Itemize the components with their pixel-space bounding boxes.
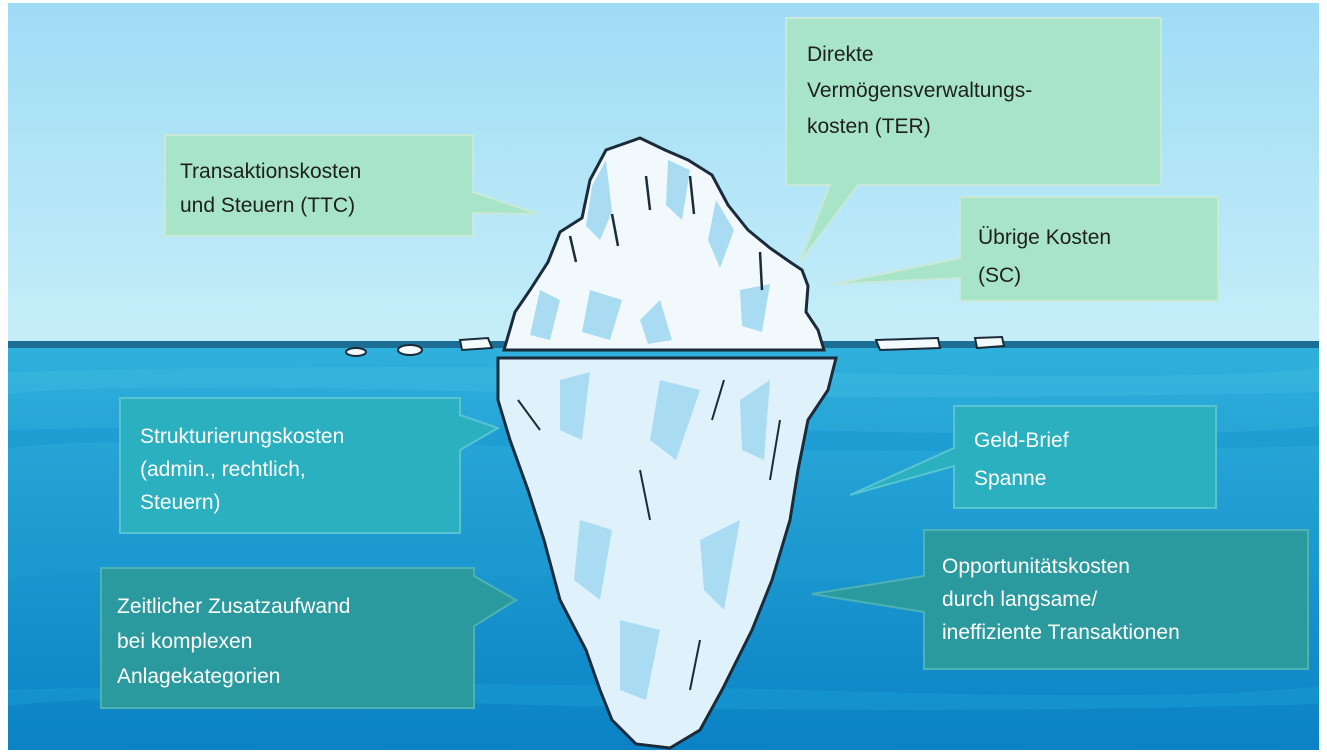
- callout-structuring-line: Strukturierungskosten: [140, 425, 345, 448]
- callout-opportunity-line: ineffiziente Transaktionen: [942, 621, 1180, 644]
- callout-opportunity-line: Opportunitätskosten: [942, 555, 1130, 578]
- callout-time-shape: [100, 567, 518, 709]
- callout-structuring-line: (admin., rechtlich,: [140, 458, 306, 481]
- callout-spread-shape: [849, 405, 1217, 509]
- callout-opportunity-shape: [811, 529, 1309, 670]
- callout-sc-line: Übrige Kosten: [978, 226, 1112, 249]
- callout-ter-line: Vermögensverwaltungs-: [807, 79, 1033, 102]
- callout-opportunity-line: durch langsame/: [942, 588, 1098, 611]
- callout-time-line: Anlagekategorien: [117, 665, 281, 688]
- callout-structuring-shape: [119, 397, 501, 534]
- callout-ter-line: Direkte: [807, 43, 874, 66]
- callout-sc-line: (SC): [978, 264, 1022, 287]
- callout-ter-shape: [785, 17, 1162, 263]
- callout-ter-line: kosten (TER): [807, 115, 931, 138]
- callout-sc-shape: [833, 196, 1219, 302]
- callout-structuring-line: Steuern): [140, 491, 221, 514]
- callout-ttc-shape: [164, 134, 539, 237]
- callout-ttc-line: und Steuern (TTC): [180, 194, 356, 217]
- ice-floes: [345, 335, 1006, 357]
- callout-ttc-line: Transaktionskosten: [180, 160, 362, 183]
- iceberg-underwater: [496, 356, 838, 750]
- iceberg-tip: [502, 136, 827, 352]
- callout-spread-line: Spanne: [974, 467, 1047, 490]
- callout-time-line: Zeitlicher Zusatzaufwand: [117, 595, 351, 618]
- callout-time-line: bei komplexen: [117, 630, 253, 653]
- callout-spread-line: Geld-Brief: [974, 429, 1069, 452]
